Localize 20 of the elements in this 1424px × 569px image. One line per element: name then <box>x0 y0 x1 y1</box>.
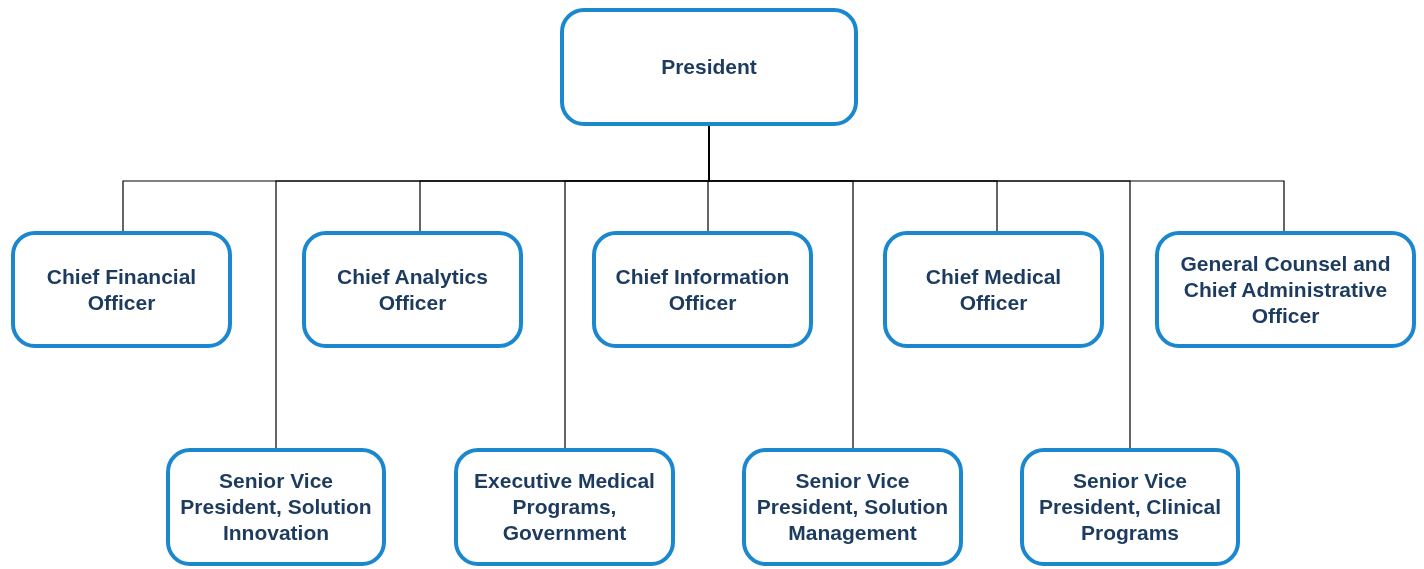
role-box <box>454 448 675 566</box>
role-box <box>1155 231 1416 348</box>
role-title: General Counsel and Chief Administrative Officer <box>1179 250 1392 329</box>
role-title: Executive Medical Programs, Government <box>473 468 656 546</box>
role-box <box>166 448 386 566</box>
role-title: Senior Vice President, Clinical Programs <box>1037 468 1223 546</box>
role-title: Chief Information Officer <box>614 263 791 316</box>
role-box <box>560 8 858 126</box>
role-box <box>883 231 1104 348</box>
role-box <box>1020 448 1240 566</box>
role-title: Senior Vice President, Solution Innovation <box>180 468 372 546</box>
role-title: Chief Analytics Officer <box>336 263 489 316</box>
role-box <box>742 448 963 566</box>
role-title: Chief Medical Officer <box>924 263 1063 316</box>
role-box <box>11 231 232 348</box>
role-title: President <box>661 54 757 80</box>
role-title: Senior Vice President, Solution Management <box>756 468 949 546</box>
role-box <box>592 231 813 348</box>
role-title: Chief Financial Officer <box>45 263 198 316</box>
role-box <box>302 231 523 348</box>
